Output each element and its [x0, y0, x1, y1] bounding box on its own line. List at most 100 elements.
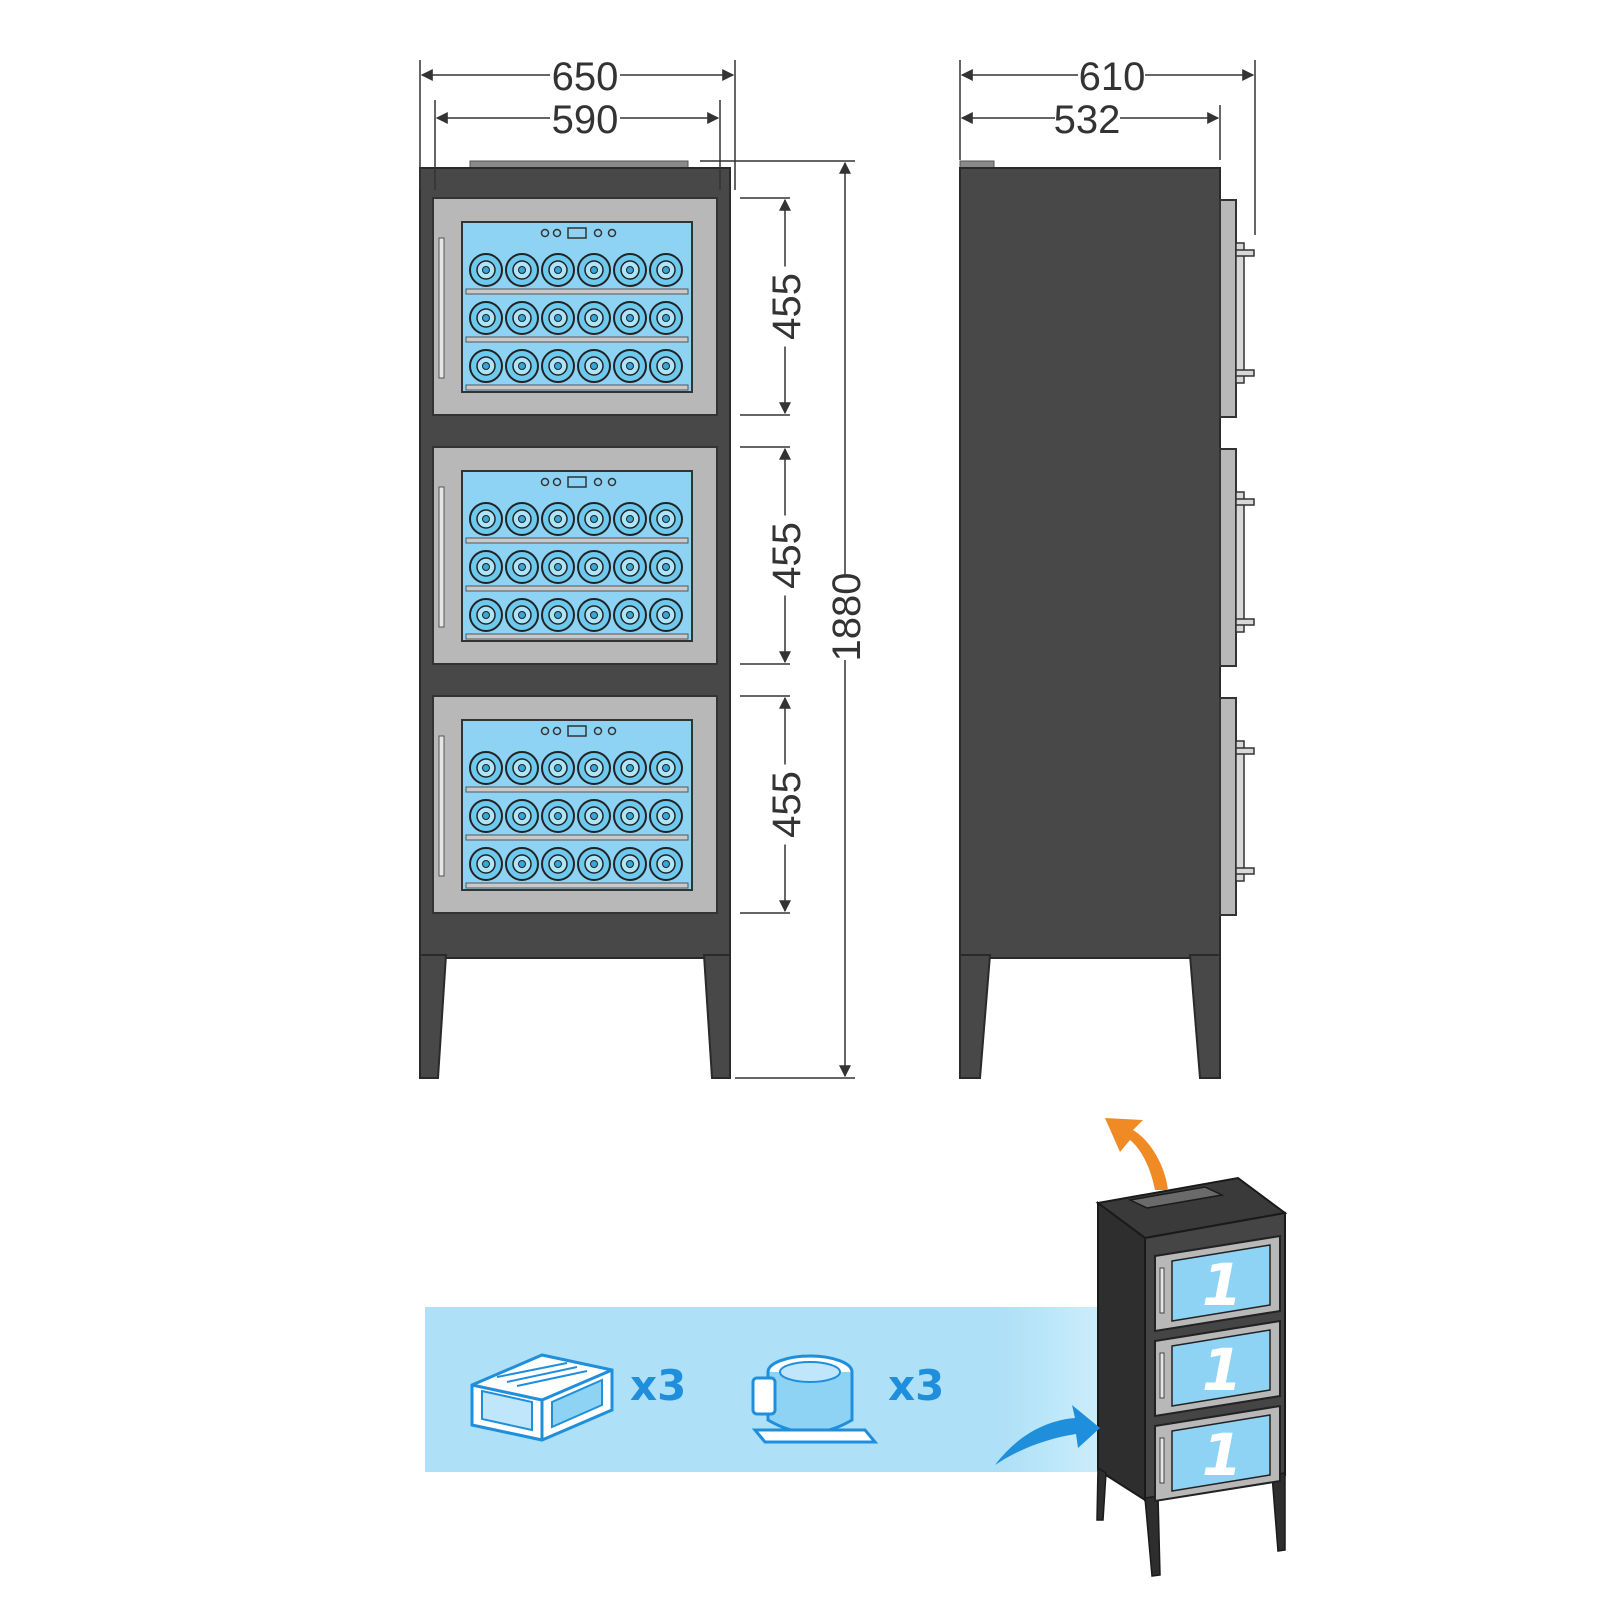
front-dimensions: 650 590 1880 455 455 455 [419, 55, 869, 1079]
side-view [959, 160, 1255, 1079]
bottle-cork [482, 611, 490, 619]
bottle-cork [554, 266, 562, 274]
side-door [1219, 697, 1255, 916]
compartment-dimensions: 455 455 455 [740, 197, 809, 914]
width-outer-label: 650 [552, 55, 619, 99]
control-button-icon [552, 477, 562, 487]
compartment-height-label: 455 [765, 522, 809, 589]
bottle-cork [518, 812, 526, 820]
shelf-rail [465, 336, 689, 343]
bottle-cork [554, 812, 562, 820]
bottle-cork [662, 563, 670, 571]
bottle-cork [554, 563, 562, 571]
side-leg-front [959, 954, 992, 1079]
bottle-cork [554, 860, 562, 868]
bottle-cork [626, 860, 634, 868]
compartment-height-label: 455 [765, 771, 809, 838]
door-number-label: 1 [1202, 1251, 1242, 1319]
iso-leg [1271, 1472, 1286, 1552]
bottle-cork [662, 812, 670, 820]
display-icon [567, 725, 587, 737]
controller-count: x3 [630, 1361, 686, 1410]
iso-door-glass [1171, 1414, 1271, 1492]
bottle-cork [590, 860, 598, 868]
side-handle [1235, 491, 1245, 633]
front-leg-left [419, 954, 448, 1079]
bottle-cork [590, 611, 598, 619]
bottle-cork [590, 314, 598, 322]
side-dimensions: 610 532 [959, 55, 1256, 235]
compressor-icon [751, 1354, 879, 1444]
bottle-cork [482, 860, 490, 868]
bottle-cork [554, 611, 562, 619]
bottle-cork [482, 362, 490, 370]
bottle-cork [626, 314, 634, 322]
bottle-cork [662, 362, 670, 370]
bottle-cork [518, 314, 526, 322]
bottle-cork [518, 362, 526, 370]
control-button-icon [607, 477, 617, 487]
bottle-cork [518, 611, 526, 619]
side-door-panel [1219, 697, 1237, 916]
side-handle [1235, 242, 1245, 384]
shelf-rail [465, 537, 689, 544]
total-height-label: 1880 [825, 573, 869, 662]
handle-mount [1235, 498, 1255, 506]
exhaust-arrow-icon [1105, 1118, 1168, 1190]
control-button-icon [607, 228, 617, 238]
side-leg-back [1188, 954, 1221, 1079]
control-button-icon [552, 228, 562, 238]
bottle-cork [590, 515, 598, 523]
iso-top-vent [1127, 1186, 1225, 1209]
shelf-rail [465, 585, 689, 592]
iso-side-face [1097, 1201, 1146, 1502]
compressor-count: x3 [888, 1361, 944, 1410]
bottle-cork [626, 764, 634, 772]
door-number-label: 1 [1202, 1421, 1242, 1489]
bottle-cork [590, 812, 598, 820]
control-button-icon [607, 726, 617, 736]
front-view [419, 160, 731, 1079]
control-button-icon [540, 228, 550, 238]
shelf-rail [465, 882, 689, 889]
bottle-cork [554, 362, 562, 370]
bottle-cork [626, 266, 634, 274]
control-button-icon [552, 726, 562, 736]
feature-band: x3 x3 [425, 1307, 1105, 1472]
isometric-view: 111 [995, 1118, 1288, 1577]
handle-mount [1235, 867, 1255, 875]
control-unit-icon [470, 1353, 614, 1442]
front-door [432, 695, 718, 914]
control-button-icon [540, 726, 550, 736]
side-door [1219, 448, 1255, 667]
control-button-icon [540, 477, 550, 487]
iso-doors: 111 [1154, 1234, 1281, 1503]
bottle-cork [662, 314, 670, 322]
intake-arrow-icon [995, 1405, 1100, 1465]
bottle-cork [626, 563, 634, 571]
iso-door: 1 [1154, 1404, 1281, 1503]
bottle-cork [662, 860, 670, 868]
iso-door: 1 [1154, 1234, 1281, 1333]
display-icon [567, 227, 587, 239]
iso-door: 1 [1154, 1319, 1281, 1418]
door-handle [438, 237, 445, 379]
bottle-cork [662, 611, 670, 619]
display-icon [567, 476, 587, 488]
bottle-cork [482, 812, 490, 820]
width-inner-label: 590 [552, 98, 619, 142]
handle-mount [1235, 747, 1255, 755]
bottle-cork [626, 362, 634, 370]
compartment-height-label: 455 [765, 273, 809, 340]
side-door-panel [1219, 199, 1237, 418]
bottle-cork [518, 764, 526, 772]
bottle-cork [590, 362, 598, 370]
bottle-cork [590, 764, 598, 772]
shelf-rail [465, 834, 689, 841]
front-doors [432, 197, 718, 914]
front-door [432, 197, 718, 416]
bottle-cork [626, 611, 634, 619]
side-handle [1235, 740, 1245, 882]
bottle-cork [554, 515, 562, 523]
